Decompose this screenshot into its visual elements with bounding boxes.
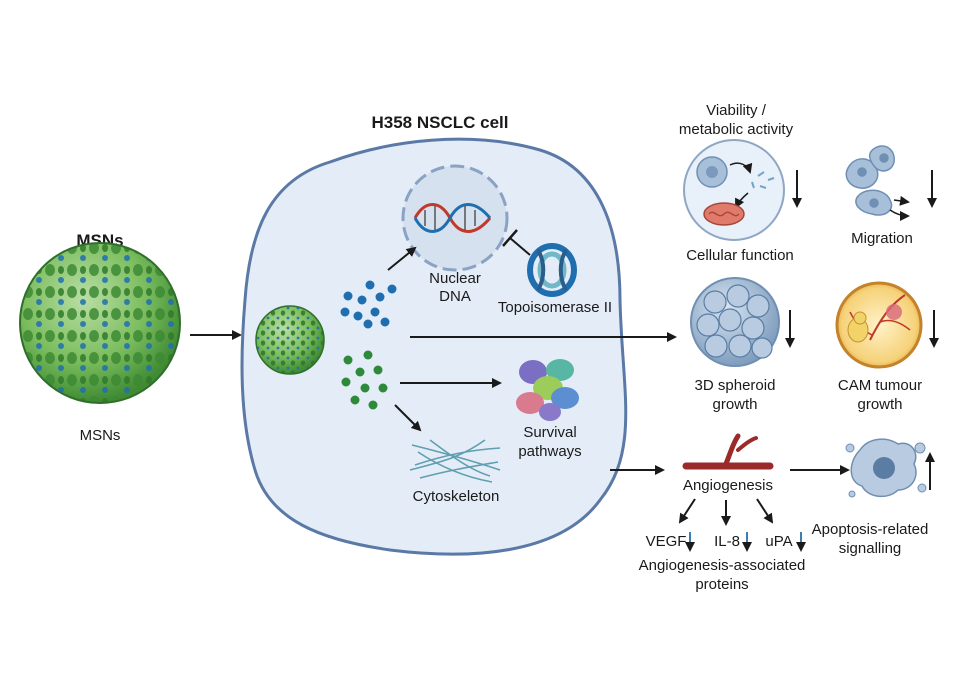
apoptosis-label-2: signalling xyxy=(839,540,902,557)
arrow-to-nucleus xyxy=(387,246,417,271)
survival-label-1: Survival xyxy=(523,424,576,441)
upa-label: uPA xyxy=(765,533,792,550)
arrow-to-vegf xyxy=(678,498,696,524)
vegf-label: VEGF xyxy=(646,533,687,550)
angiogenesis-label: Angiogenesis xyxy=(683,477,773,494)
apoptosis-label-1: Apoptosis-related xyxy=(812,521,929,538)
arrow-to-cytoskeleton xyxy=(394,404,422,432)
cytoskeleton-icon xyxy=(409,439,501,483)
nuclear-dna-label-1: Nuclear xyxy=(429,270,481,287)
cam-egg-icon xyxy=(835,281,923,369)
nuclear-dna-label-2: DNA xyxy=(439,288,471,305)
migration-icon xyxy=(845,145,895,216)
topoisomerase-icon xyxy=(527,243,577,297)
nucleus-icon xyxy=(401,164,509,272)
cam-label-2: growth xyxy=(857,396,902,413)
inhibition-bar xyxy=(502,229,518,247)
arrow-to-upa xyxy=(756,498,774,524)
spheroid-label-1: 3D spheroid xyxy=(695,377,776,394)
inhibition-line xyxy=(509,237,531,256)
blue-cargo-dots xyxy=(340,280,397,329)
cell-membrane xyxy=(240,137,628,556)
msn-small-icon xyxy=(255,305,325,375)
green-cargo-dots xyxy=(341,350,388,410)
apoptotic-cell-icon xyxy=(845,438,927,498)
migration-label: Migration xyxy=(851,230,913,247)
cell-title: H358 NSCLC cell xyxy=(372,113,509,132)
cytoskeleton-label: Cytoskeleton xyxy=(413,488,500,505)
il8-label: IL-8 xyxy=(714,533,740,550)
spheroid-icon xyxy=(690,277,780,367)
cam-label-1: CAM tumour xyxy=(838,377,922,394)
viability-label-1: Viability / xyxy=(706,102,767,119)
migration-arrow-2 xyxy=(889,209,910,221)
msns-caption: MSNs xyxy=(80,427,121,444)
msn-nanoparticle-icon xyxy=(19,242,181,404)
migration-arrow-1 xyxy=(893,195,910,206)
spheroid-label-2: growth xyxy=(712,396,757,413)
cellular-function-icon xyxy=(683,139,785,241)
survival-label-2: pathways xyxy=(518,443,581,460)
topoisomerase-label: Topoisomerase II xyxy=(498,299,612,316)
viability-label-2: metabolic activity xyxy=(679,121,794,138)
blood-vessel-icon xyxy=(682,433,774,470)
survival-pathways-icon xyxy=(516,359,579,421)
proteins-label-1: Angiogenesis-associated xyxy=(639,557,806,574)
cellular-function-label: Cellular function xyxy=(686,247,794,264)
proteins-label-2: proteins xyxy=(695,576,748,593)
